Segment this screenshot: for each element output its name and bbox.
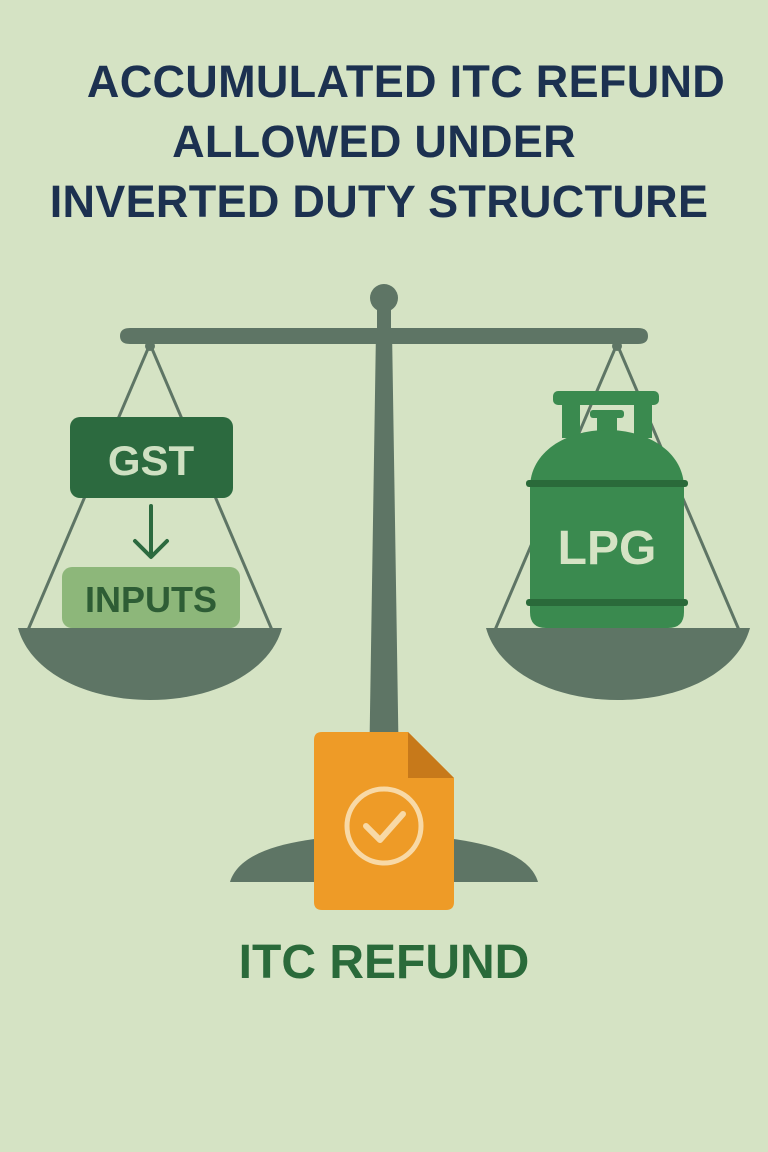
gst-box	[70, 417, 233, 498]
document-fold	[408, 732, 454, 778]
arrow-down-icon	[133, 504, 169, 559]
itc-refund-caption: ITC REFUND	[238, 936, 530, 989]
check-circle	[344, 786, 424, 866]
page-title: ACCUMULATED ITC REFUND ALLOWED UNDER INV…	[0, 52, 768, 232]
title-line-2: ALLOWED UNDER	[172, 116, 576, 167]
scale-beam	[120, 328, 648, 344]
lpg-label: LPG	[558, 522, 657, 575]
left-pan	[18, 628, 282, 700]
cylinder-valve-top	[590, 410, 624, 418]
title-line-3: INVERTED DUTY STRUCTURE	[49, 176, 709, 227]
cylinder-body	[530, 430, 684, 628]
gas-cylinder-icon: LPG	[526, 391, 688, 628]
right-pan	[486, 628, 750, 700]
gst-label: GST	[108, 437, 195, 484]
scale-neck	[377, 304, 391, 334]
cylinder-handle-right	[634, 398, 652, 438]
cylinder-handle-left	[562, 398, 580, 438]
inputs-label: INPUTS	[85, 579, 217, 620]
inputs-box	[62, 567, 240, 628]
left-hook	[145, 341, 155, 351]
title-line-1: ACCUMULATED ITC REFUND	[86, 56, 726, 107]
cylinder-band-bottom	[526, 599, 688, 606]
check-mark	[363, 811, 406, 843]
cylinder-band-top	[526, 480, 688, 487]
right-hook	[612, 341, 622, 351]
document-check-icon	[314, 732, 454, 910]
scale-pillar	[368, 330, 400, 840]
